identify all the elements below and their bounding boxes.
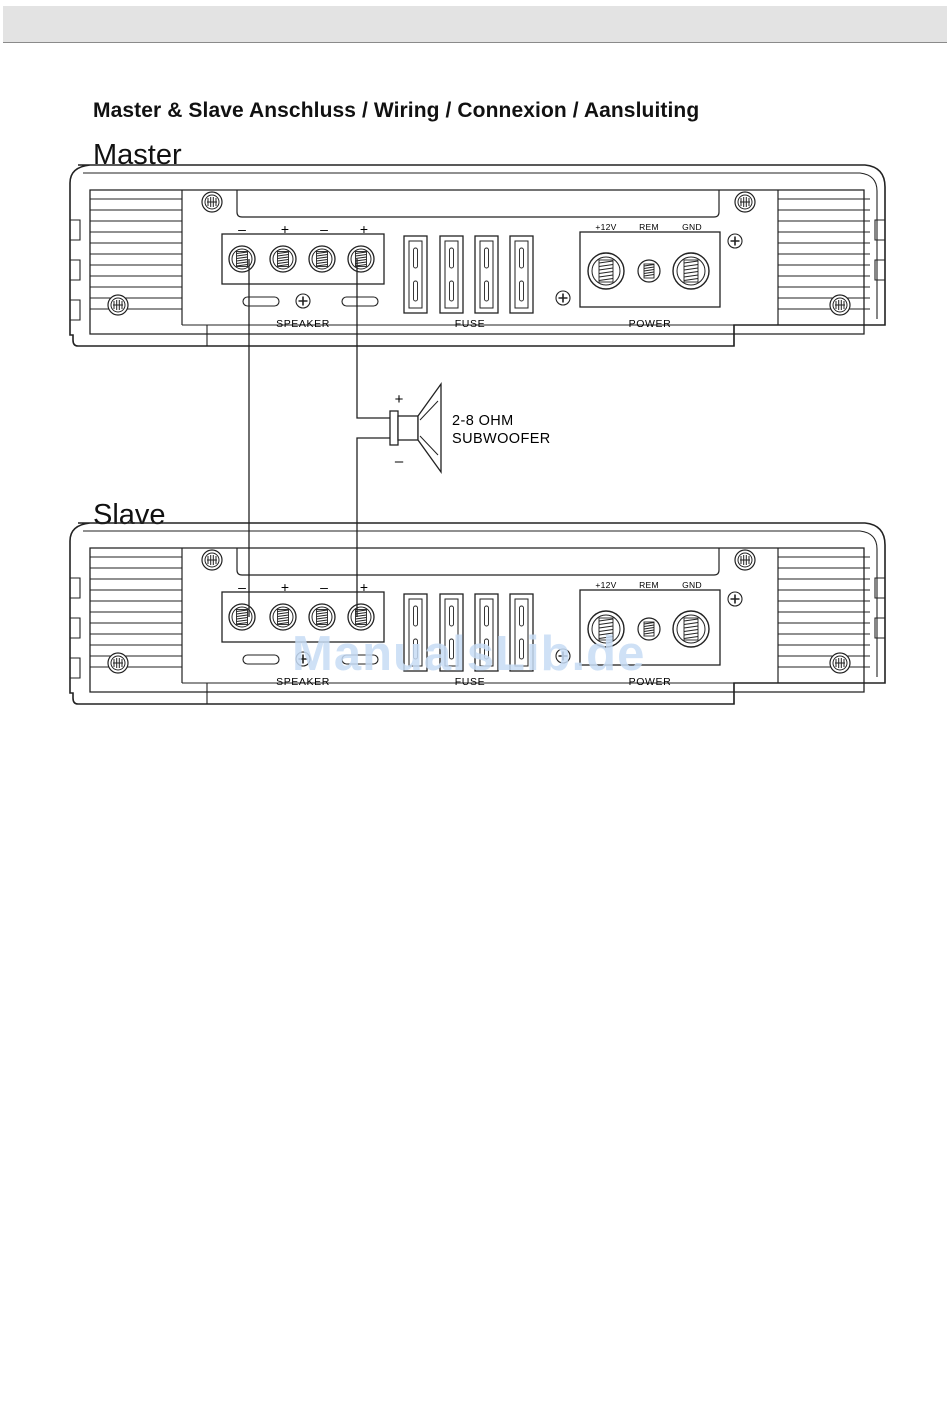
slave-speaker-sign-2: + [281, 579, 289, 595]
watermark-logo: ManualsLib.de [292, 626, 645, 682]
master-power-label: POWER [629, 318, 672, 330]
subwoofer-minus-sign: – [395, 453, 404, 470]
master-power-gnd-label: GND [682, 222, 702, 232]
master-fuse-label: FUSE [455, 318, 485, 330]
slave-power-rem-label: REM [639, 580, 659, 590]
subwoofer-plus-sign: + [395, 391, 404, 408]
slave-power-gnd-label: GND [682, 580, 702, 590]
wire-positive-to-sub [357, 259, 396, 418]
master-power-rem-label: REM [639, 222, 659, 232]
slave-power-12v-label: +12V [595, 580, 616, 590]
slave-speaker-sign-4: + [360, 579, 368, 595]
master-speaker-sign-4: + [360, 221, 368, 237]
slave-speaker-sign-1: – [238, 579, 246, 595]
speaker-wires [249, 259, 396, 617]
master-power-12v-label: +12V [595, 222, 616, 232]
master-speaker-label: SPEAKER [276, 318, 330, 330]
master-speaker-sign-3: – [320, 221, 328, 237]
subwoofer-type-label: SUBWOOFER [452, 431, 551, 447]
master-amplifier: – + – + SPEAKER FUSE +12V REM GND POWER [70, 165, 885, 346]
master-speaker-sign-2: + [281, 221, 289, 237]
slave-speaker-sign-3: – [320, 579, 328, 595]
master-speaker-sign-1: – [238, 221, 246, 237]
subwoofer-impedance-label: 2-8 OHM [452, 413, 514, 429]
